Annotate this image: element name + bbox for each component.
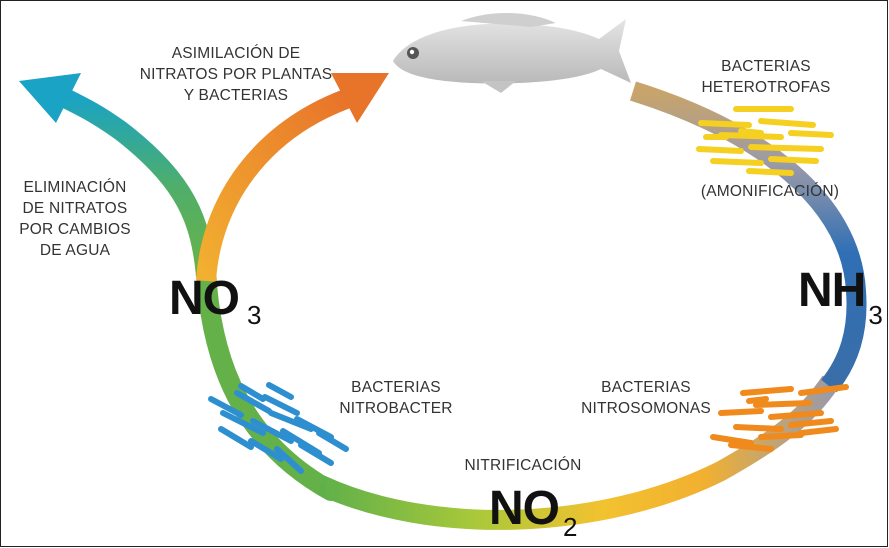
assimilation-arrow-head: [331, 73, 389, 123]
bacterium-rod: [316, 430, 349, 452]
bacterium-rod: [698, 120, 752, 128]
bacterium-rod: [718, 408, 764, 416]
bacterium-rod: [298, 442, 334, 466]
elimination-label: ELIMINACIÓN DE NITRATOS POR CAMBIOS DE A…: [11, 177, 139, 261]
bacterium-rod: [798, 426, 839, 436]
elimination-label-line: DE AGUA: [39, 242, 111, 259]
assimilation-label: ASIMILACIÓN DE NITRATOS POR PLANTAS Y BA…: [131, 43, 341, 106]
nitrosomonas-label-line: NITROSOMONAS: [581, 400, 711, 417]
elimination-arrow-head: [19, 73, 81, 123]
bacterium-rod: [738, 128, 764, 136]
bacterium-rod: [696, 146, 744, 154]
bacteria-cluster-icon: [696, 106, 834, 176]
bacterium-rod: [710, 434, 754, 446]
bacterium-rod: [746, 396, 769, 404]
compound-no2-subscript: 2: [563, 512, 578, 542]
ammonification-label: (AMONIFICACIÓN): [700, 183, 840, 200]
bacterium-rod: [718, 132, 784, 140]
bacterium-rod: [234, 390, 272, 414]
nitrification-label: NITRIFICACIÓN: [464, 457, 582, 474]
bacterium-rod: [266, 382, 294, 400]
heterotroph-label: BACTERIAS HETEROTROFAS: [701, 56, 831, 98]
elimination-label-line: POR CAMBIOS: [19, 221, 131, 238]
bacterium-rod: [248, 438, 284, 462]
compound-nh3-subscript: 3: [868, 300, 883, 330]
bacterium-rod: [733, 424, 784, 432]
elimination-arrow-shaft: [58, 88, 216, 277]
assimilation-label-line: NITRATOS POR PLANTAS: [139, 66, 333, 83]
bacterium-rod: [748, 144, 824, 152]
bacterium-rod: [238, 383, 266, 402]
bacterium-rod: [262, 394, 300, 416]
heterotroph-label-line: HETEROTROFAS: [701, 79, 831, 96]
elimination-label-line: ELIMINACIÓN: [23, 179, 127, 196]
bacterium-rod: [728, 442, 774, 452]
heterotroph-label-line: BACTERIAS: [721, 58, 811, 75]
bacterium-rod: [218, 426, 254, 450]
bacterium-rod: [758, 118, 816, 128]
assimilation-label-line: ASIMILACIÓN DE: [171, 45, 301, 62]
nitrobacter-label-line: NITROBACTER: [339, 400, 453, 417]
bacterium-rod: [798, 384, 849, 396]
compound-no3-subscript: 3: [247, 300, 262, 330]
bacterium-rod: [740, 386, 794, 396]
elimination-label-line: DE NITRATOS: [22, 200, 128, 217]
fish-icon: [393, 12, 631, 93]
bacteria-cluster-icon: [208, 382, 349, 474]
bacterium-rod: [768, 410, 824, 420]
bacterium-rod: [268, 410, 314, 432]
compound-nh3-main: NH: [798, 264, 866, 317]
assimilation-arrow-shaft: [196, 89, 350, 282]
bacterium-rod: [220, 410, 266, 436]
bacterium-rod: [746, 168, 794, 176]
compound-no3-main: NO: [169, 272, 240, 325]
bacteria-cluster-icon: [710, 384, 849, 452]
bacterium-rod: [250, 418, 294, 444]
nitrosomonas-label: BACTERIAS NITROSOMONAS: [571, 377, 721, 419]
nitrobacter-label-line: BACTERIAS: [351, 379, 441, 396]
bacterium-rod: [788, 418, 834, 428]
bacterium-rod: [788, 130, 834, 138]
assimilation-label-line: Y BACTERIAS: [183, 87, 289, 104]
nitrobacter-label: BACTERIAS NITROBACTER: [331, 377, 461, 419]
compound-no2-main: NO: [489, 482, 560, 535]
bacterium-rod: [753, 400, 812, 408]
nitrosomonas-label-line: BACTERIAS: [601, 379, 691, 396]
bacterium-rod: [768, 156, 819, 164]
bacterium-rod: [274, 446, 304, 474]
bacterium-rod: [710, 158, 764, 166]
bacterium-rod: [208, 396, 244, 418]
bacterium-rod: [758, 432, 804, 440]
